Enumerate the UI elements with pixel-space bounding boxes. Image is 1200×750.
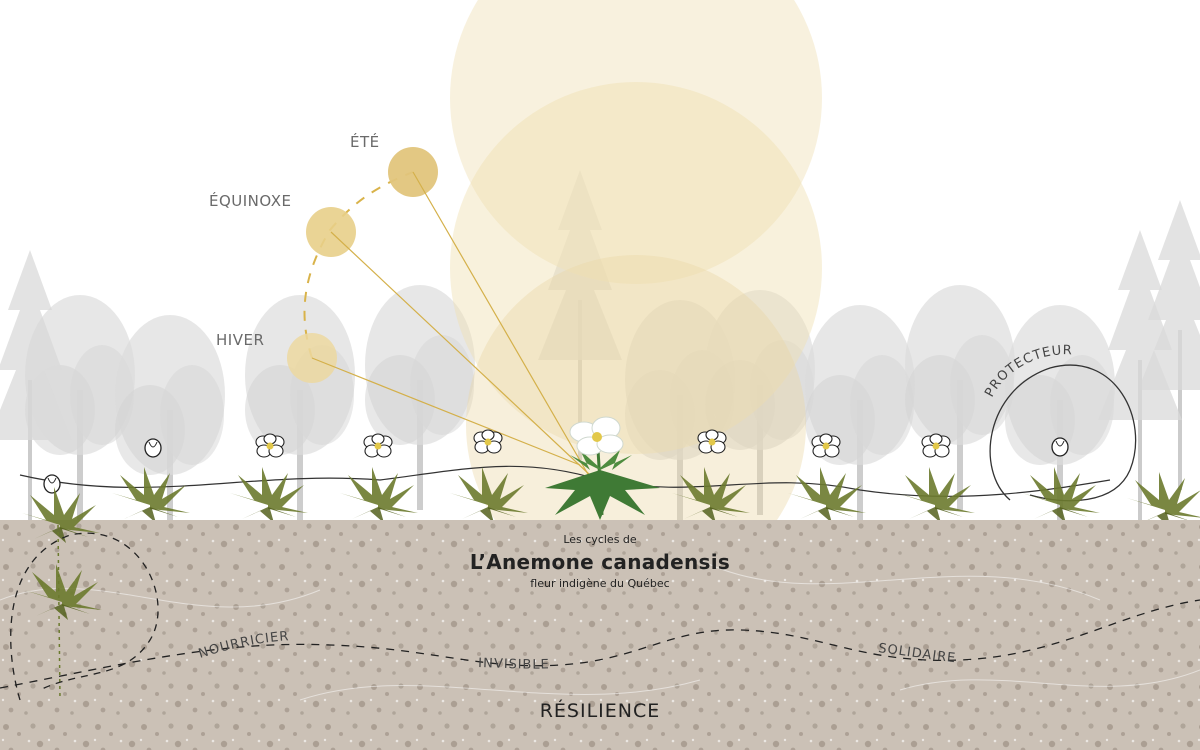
nourishing-loop [10, 532, 159, 701]
label-equinoxe: ÉQUINOXE [209, 192, 292, 210]
flower-bud-icon [1051, 437, 1069, 457]
open-flower-icon [811, 433, 841, 458]
label-invisible: INVISIBLE [478, 656, 550, 673]
open-flower-icon [255, 433, 285, 458]
sun-rays [311, 171, 601, 496]
title-subtitle: fleur indigène du Québec [530, 577, 670, 590]
title-block: Les cycles de L’Anemone canadensis fleur… [450, 533, 750, 590]
label-resilience: RÉSILIENCE [539, 700, 661, 722]
label-hiver: HIVER [216, 331, 265, 349]
open-flower-icon [363, 433, 393, 458]
root-plant [22, 487, 102, 701]
protector-circle [989, 364, 1137, 502]
label-ete: ÉTÉ [350, 133, 380, 151]
flower-bud-icon [144, 438, 162, 458]
main-anemone-flower [545, 416, 660, 520]
open-flower-icon [473, 429, 503, 454]
open-flower-icon [697, 429, 727, 454]
sun-halos [450, 0, 822, 595]
soil-section [0, 520, 1200, 750]
title-pre: Les cycles de [563, 533, 637, 546]
open-flower-icon [921, 433, 951, 458]
flower-bud-icon [43, 474, 61, 494]
title-main: L’Anemone canadensis [469, 550, 731, 574]
